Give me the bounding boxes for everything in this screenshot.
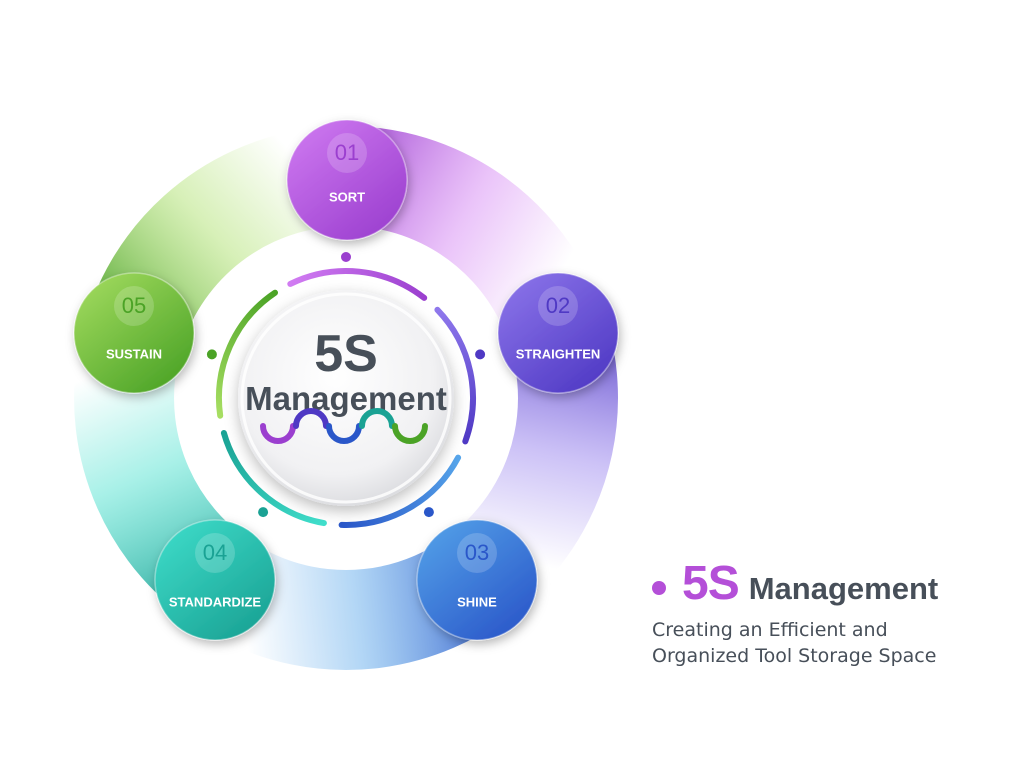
step-circle-sustain	[73, 272, 195, 394]
connector-dot	[475, 349, 486, 360]
inner-arc	[215, 289, 278, 419]
wave-arc	[359, 408, 395, 429]
wave-arc	[260, 423, 296, 444]
step-label-straighten: STRAIGHTEN	[516, 346, 601, 361]
center-hub: 5S Management	[238, 290, 454, 506]
inner-arc	[338, 454, 462, 528]
step-label-sustain: SUSTAIN	[106, 346, 162, 361]
caption-subtitle-line-2: Organized Tool Storage Space	[652, 645, 937, 667]
step-number-badge	[457, 533, 497, 573]
step-number-standardize: 04	[203, 540, 227, 565]
step-number-straighten: 02	[546, 293, 570, 318]
inner-colored-arcs	[215, 268, 476, 528]
caption-subtitle: Creating an Efficient and Organized Tool…	[652, 617, 992, 669]
step-sort: 01 SORT	[286, 119, 408, 241]
connector-dots	[206, 252, 486, 518]
hub-title-management: Management	[245, 380, 447, 417]
bullet-dot-icon	[652, 581, 666, 595]
caption-title-5s: 5S	[682, 557, 740, 610]
hub-circle	[238, 290, 454, 506]
step-straighten: 02 STRAIGHTEN	[497, 272, 619, 394]
inner-arc	[434, 306, 476, 445]
step-standardize: 04 STANDARDIZE	[154, 519, 276, 641]
step-label-standardize: STANDARDIZE	[169, 594, 262, 609]
step-number-badge	[538, 286, 578, 326]
caption-heading: 5S Management	[652, 556, 992, 611]
step-number-badge	[327, 133, 367, 173]
hub-rim	[240, 292, 452, 504]
step-number-badge	[114, 286, 154, 326]
caption-subtitle-line-1: Creating an Efficient and	[652, 619, 888, 641]
caption-block: 5S Management Creating an Efficient and …	[652, 556, 992, 669]
step-circle-straighten	[497, 272, 619, 394]
step-circle-standardize	[154, 519, 276, 641]
step-number-shine: 03	[465, 540, 489, 565]
step-circle-sort	[286, 119, 408, 241]
hub-wave-logo-icon	[260, 408, 428, 444]
step-circle-shine	[416, 519, 538, 641]
step-label-shine: SHINE	[457, 594, 497, 609]
step-shine: 03 SHINE	[416, 519, 538, 641]
step-number-badge	[195, 533, 235, 573]
wave-arc	[293, 408, 329, 429]
connector-dot	[206, 349, 217, 360]
step-number-sustain: 05	[122, 293, 146, 318]
connector-dot	[258, 507, 269, 518]
inner-arc	[287, 268, 428, 301]
step-number-sort: 01	[335, 140, 359, 165]
caption-title-management: Management	[748, 571, 939, 606]
step-sustain: 05 SUSTAIN	[73, 272, 195, 394]
connector-dot	[341, 252, 351, 262]
hub-title-5s: 5S	[314, 325, 378, 383]
connector-dot	[423, 507, 434, 518]
wave-arc	[326, 423, 362, 444]
wave-arc	[392, 423, 428, 444]
step-label-sort: SORT	[329, 189, 365, 204]
inner-arc	[220, 430, 327, 527]
